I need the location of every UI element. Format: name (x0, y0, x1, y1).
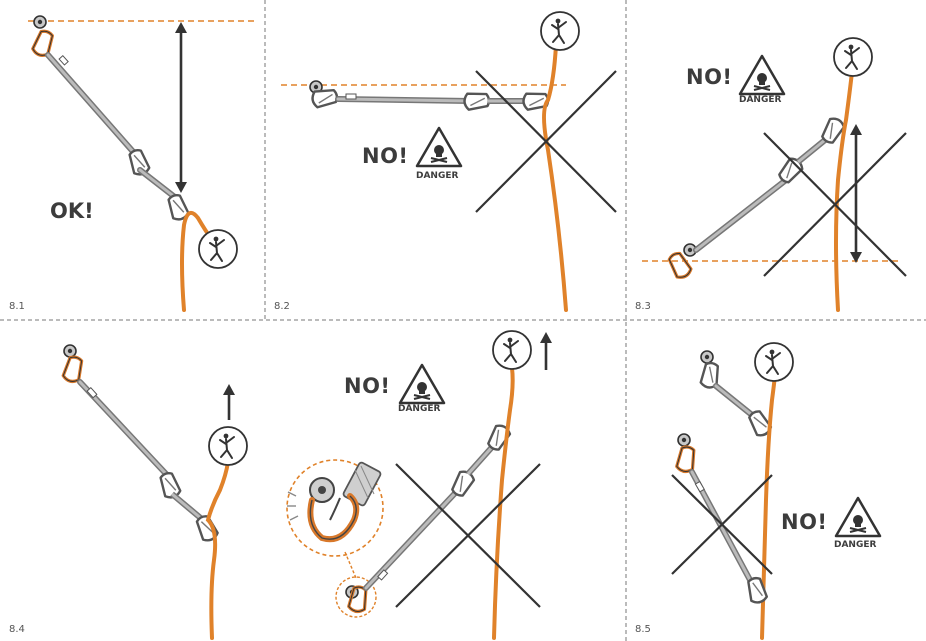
no-label-8-4: NO! (344, 374, 391, 398)
rope (492, 366, 515, 640)
panel-number-8-2: 8.2 (274, 301, 290, 312)
panel-8-5-illustration (671, 342, 882, 640)
danger-icon (738, 54, 786, 96)
panel-number-8-4: 8.4 (9, 624, 25, 635)
panel-number-8-5: 8.5 (635, 624, 651, 635)
rope (834, 70, 854, 312)
magnified-detail (286, 459, 384, 579)
detail-focus-circle (335, 576, 377, 618)
rope (180, 210, 214, 312)
climber-icon (540, 11, 580, 51)
bolt-hanger (677, 433, 691, 447)
rope (205, 460, 230, 640)
no-label-8-2: NO! (362, 144, 409, 168)
carabiner-top (29, 27, 57, 60)
carabiner-middle (462, 90, 491, 112)
panel-8-1-illustration (28, 15, 254, 312)
climber-icon (754, 342, 794, 382)
panel-8-3-illustration (642, 37, 907, 312)
panel-number-8-1: 8.1 (9, 301, 25, 312)
panel-8-2-illustration (281, 11, 617, 312)
panel-8-4-illustration (60, 330, 552, 640)
carabiner-top (310, 86, 340, 110)
climber-icon (492, 330, 532, 370)
carabiner-top (60, 353, 86, 385)
bolt-hanger (700, 350, 714, 364)
danger-icon (834, 496, 882, 538)
bolt-hanger (33, 15, 47, 29)
danger-icon (398, 363, 446, 405)
danger-label-8-4: DANGER (398, 404, 441, 414)
danger-label-8-5: DANGER (834, 540, 877, 550)
danger-label-8-3: DANGER (739, 95, 782, 105)
rope (760, 373, 777, 640)
rope (542, 43, 568, 312)
bolt-hanger (63, 344, 77, 358)
climber-icon (208, 426, 248, 466)
danger-icon (415, 126, 463, 168)
no-label-8-5: NO! (781, 510, 828, 534)
panel-number-8-3: 8.3 (635, 301, 651, 312)
climber-icon (833, 37, 873, 77)
ok-label: OK! (50, 199, 94, 223)
danger-label-8-2: DANGER (416, 171, 459, 181)
no-label-8-3: NO! (686, 65, 733, 89)
climber-icon (198, 229, 238, 269)
